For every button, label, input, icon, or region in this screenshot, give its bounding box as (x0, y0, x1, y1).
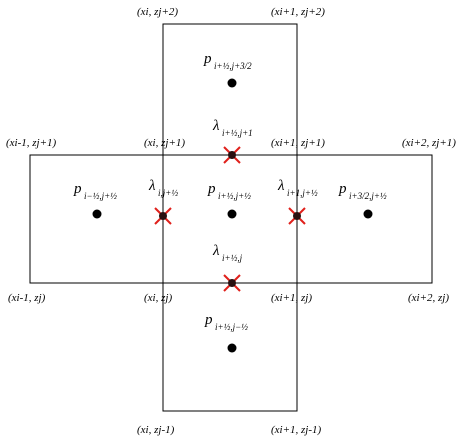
svg-text:i+½,j+1: i+½,j+1 (222, 128, 253, 138)
svg-text:p: p (207, 181, 216, 197)
multiplier-point-left (154, 207, 172, 225)
corner-label-lower-right: (xi+1, zj) (271, 292, 312, 304)
svg-text:i+½,j+3/2: i+½,j+3/2 (214, 61, 252, 71)
svg-text:λ: λ (148, 178, 156, 194)
svg-text:p: p (73, 181, 82, 197)
svg-text:λ: λ (212, 118, 220, 134)
pressure-point-left (92, 209, 102, 219)
pressure-label-center: p i+½,j+½ (207, 181, 251, 201)
corner-label-lower-far-right: (xi+2, zj) (408, 292, 449, 304)
multiplier-point-top (223, 146, 241, 164)
pressure-label-top: p i+½,j+3/2 (203, 51, 252, 71)
pressure-point-top (227, 78, 237, 88)
corner-label-top-top-right: (xi+1, zj+2) (271, 6, 325, 18)
pressure-label-right: p i+3/2,j+½ (338, 181, 387, 201)
pressure-point-right (363, 209, 373, 219)
multiplier-label-bottom: λ i+½,j (212, 243, 243, 263)
corner-label-bottom-left: (xi, zj-1) (137, 424, 175, 436)
svg-text:i+½,j−½: i+½,j−½ (215, 322, 248, 332)
pressure-label-bottom: p i+½,j−½ (204, 312, 248, 332)
svg-text:i+½,j: i+½,j (222, 253, 243, 263)
multiplier-point-bottom (223, 274, 241, 292)
pressure-point-center (227, 209, 237, 219)
multiplier-point-right (288, 207, 306, 225)
cell-center-row (29, 154, 433, 284)
corner-label-lower-far-left: (xi-1, zj) (8, 292, 46, 304)
corner-label-upper-left: (xi, zj+1) (144, 137, 185, 149)
pressure-point-bottom (227, 343, 237, 353)
svg-text:λ: λ (277, 178, 285, 194)
svg-text:i+3/2,j+½: i+3/2,j+½ (349, 191, 387, 201)
svg-text:i+1,j+½: i+1,j+½ (287, 188, 318, 198)
svg-text:λ: λ (212, 243, 220, 259)
pressure-label-left: p i−½,j+½ (73, 181, 117, 201)
corner-label-bottom-right: (xi+1, zj-1) (271, 424, 322, 436)
corner-label-upper-right: (xi+1, zj+1) (271, 137, 325, 149)
corner-label-lower-left: (xi, zj) (144, 292, 172, 304)
svg-text:p: p (204, 312, 213, 328)
svg-text:i−½,j+½: i−½,j+½ (84, 191, 117, 201)
corner-label-top-top-left: (xi, zj+2) (137, 6, 178, 18)
svg-text:p: p (203, 51, 212, 67)
svg-text:i,j+½: i,j+½ (158, 188, 178, 198)
corner-label-upper-far-right: (xi+2, zj+1) (402, 137, 456, 149)
multiplier-label-left: λ i,j+½ (148, 178, 178, 198)
corner-label-upper-far-left: (xi-1, zj+1) (6, 137, 57, 149)
svg-text:p: p (338, 181, 347, 197)
svg-text:i+½,j+½: i+½,j+½ (218, 191, 251, 201)
multiplier-label-top: λ i+½,j+1 (212, 118, 253, 138)
multiplier-label-right: λ i+1,j+½ (277, 178, 318, 198)
